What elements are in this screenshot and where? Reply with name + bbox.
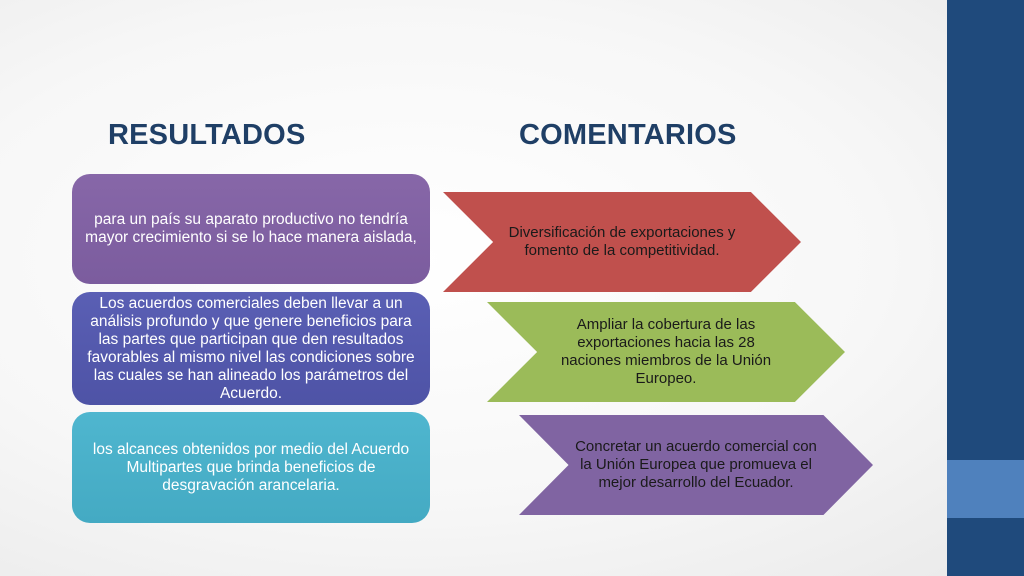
- heading-resultados: RESULTADOS: [108, 119, 306, 151]
- result-box-2: Los acuerdos comerciales deben llevar a …: [72, 292, 430, 405]
- comment-text-1: Diversificación de exportaciones y fomen…: [508, 224, 736, 259]
- comment-arrow-1: Diversificación de exportaciones y fomen…: [443, 192, 801, 292]
- result-text-2: Los acuerdos comerciales deben llevar a …: [87, 294, 415, 402]
- heading-comentarios: COMENTARIOS: [519, 119, 737, 151]
- result-text-1: para un país su aparato productivo no te…: [85, 211, 417, 246]
- comment-text-3: Concretar un acuerdo comercial con la Un…: [575, 438, 817, 491]
- comment-text-2: Ampliar la cobertura de las exportacione…: [560, 316, 772, 387]
- result-box-3: los alcances obtenidos por medio del Acu…: [72, 412, 430, 523]
- result-box-1: para un país su aparato productivo no te…: [72, 174, 430, 284]
- comment-arrow-2: Ampliar la cobertura de las exportacione…: [487, 302, 845, 402]
- sidebar-accent-decoration: [947, 460, 1024, 518]
- comment-arrow-3: Concretar un acuerdo comercial con la Un…: [519, 415, 873, 515]
- result-text-3: los alcances obtenidos por medio del Acu…: [92, 440, 410, 494]
